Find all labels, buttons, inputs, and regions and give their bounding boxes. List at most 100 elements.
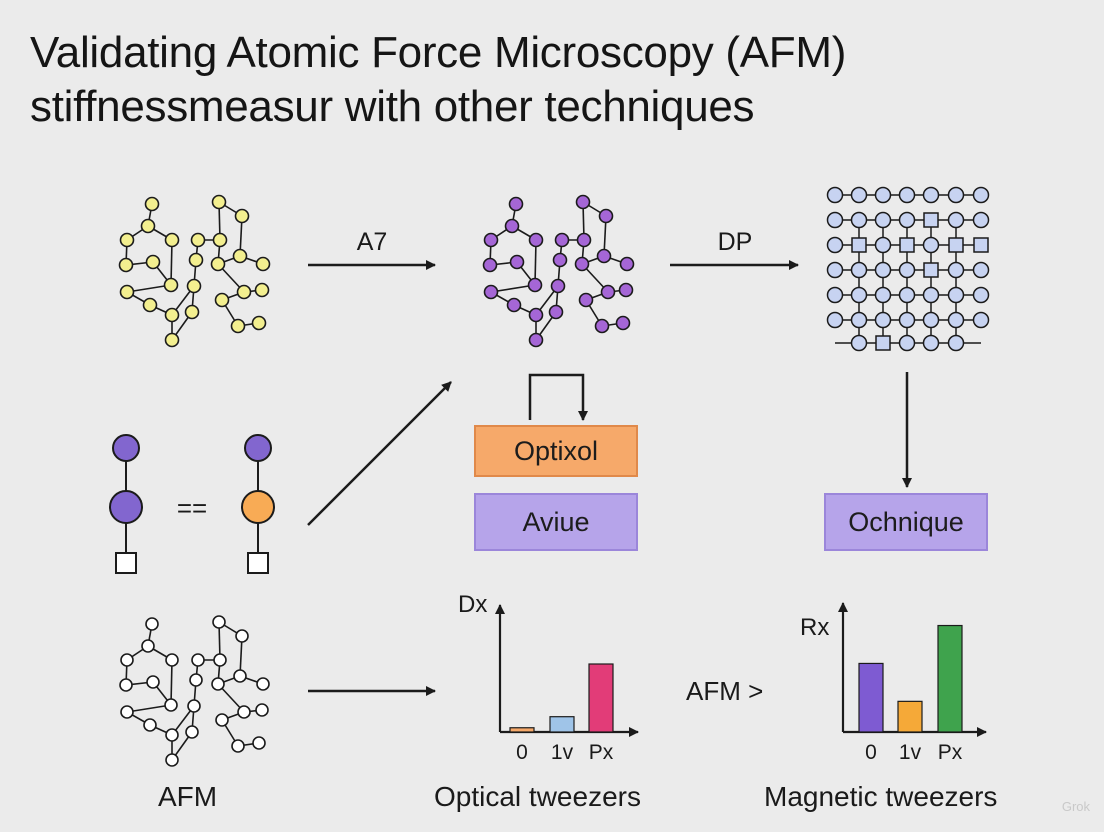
- network-node: [236, 284, 252, 300]
- grid-node: [850, 211, 868, 229]
- grid-node: [826, 211, 844, 229]
- network-node: [190, 232, 206, 248]
- y-axis-label: Dx: [458, 591, 487, 618]
- molecule-left: [109, 434, 143, 574]
- grid-node: [922, 286, 940, 304]
- network-node: [508, 196, 524, 212]
- network-node: [600, 284, 616, 300]
- grid-node: [826, 311, 844, 329]
- grid-node: [826, 186, 844, 204]
- network-node: [191, 653, 205, 667]
- network-node: [598, 208, 614, 224]
- grid-node-square: [899, 237, 915, 253]
- network-node: [185, 725, 199, 739]
- grid-node-square: [973, 237, 989, 253]
- label-afm: AFM: [158, 781, 218, 812]
- network-node: [118, 257, 134, 273]
- grid-node: [826, 286, 844, 304]
- network-node: [120, 705, 134, 719]
- network-node: [210, 256, 226, 272]
- grid-node: [898, 186, 916, 204]
- grid-node: [898, 311, 916, 329]
- grid-node: [947, 311, 965, 329]
- grid-node: [874, 261, 892, 279]
- arrow-a7: A7: [308, 228, 436, 270]
- grid-node: [947, 261, 965, 279]
- grid-node-square: [948, 237, 964, 253]
- grid-node: [972, 286, 990, 304]
- grid-node: [874, 186, 892, 204]
- network-node: [554, 232, 570, 248]
- network-node: [231, 739, 245, 753]
- grid-node-square: [923, 262, 939, 278]
- network-node: [255, 703, 269, 717]
- network-purple: [482, 194, 635, 348]
- grid-node: [826, 236, 844, 254]
- network-node: [165, 653, 179, 667]
- grid-node: [850, 334, 868, 352]
- network-node: [483, 232, 499, 248]
- network-node: [594, 318, 610, 334]
- network-node: [120, 653, 134, 667]
- comparison-label: AFM >: [686, 676, 764, 706]
- network-node: [235, 629, 249, 643]
- network-node: [211, 194, 227, 210]
- molecule-right-base: [247, 552, 269, 574]
- network-grid-blue: [826, 186, 990, 352]
- bar-0: [509, 727, 535, 733]
- network-node: [619, 256, 635, 272]
- title-line-2: stiffnessmeasur with other techniques: [30, 82, 755, 131]
- molecule-right-top-node: [244, 434, 272, 462]
- grid-node-square: [851, 237, 867, 253]
- equals-sign: ==: [177, 493, 207, 523]
- network-node: [119, 678, 133, 692]
- network-node: [251, 315, 267, 331]
- label-optical-tweezers: Optical tweezers: [434, 781, 641, 812]
- network-edge: [170, 659, 173, 706]
- network-node: [528, 307, 544, 323]
- bar-1v: [897, 700, 923, 733]
- arrow-diagonal: [307, 381, 452, 526]
- grid-node: [922, 311, 940, 329]
- network-node: [143, 718, 157, 732]
- x-tick-label: Px: [938, 741, 963, 764]
- network-node: [189, 673, 203, 687]
- network-node: [164, 698, 178, 712]
- x-tick-label: 0: [516, 741, 528, 764]
- network-node: [509, 254, 525, 270]
- molecule-left-top-node: [112, 434, 140, 462]
- network-node: [215, 713, 229, 727]
- network-node: [596, 248, 612, 264]
- grid-node: [898, 334, 916, 352]
- x-tick-label: 1v: [551, 741, 574, 764]
- network-node: [574, 256, 590, 272]
- grid-node: [972, 311, 990, 329]
- grid-node: [898, 261, 916, 279]
- bar-Px: [937, 624, 963, 733]
- network-node: [552, 252, 568, 268]
- grid-node-square: [875, 335, 891, 351]
- grid-node: [850, 286, 868, 304]
- box-ochnique: Ochnique: [824, 493, 988, 551]
- grid-node: [850, 311, 868, 329]
- network-node: [252, 736, 266, 750]
- network-node: [482, 257, 498, 273]
- grid-node: [947, 186, 965, 204]
- network-edge: [534, 239, 537, 286]
- network-node: [165, 753, 179, 767]
- network-node: [506, 297, 522, 313]
- grid-node: [947, 334, 965, 352]
- grid-node: [947, 286, 965, 304]
- network-edge: [170, 239, 173, 286]
- network-node: [146, 675, 160, 689]
- network-edge: [126, 704, 172, 713]
- arrow-dp-label: DP: [718, 228, 753, 256]
- label-magnetic-tweezers: Magnetic tweezers: [764, 781, 998, 812]
- network-node: [140, 218, 156, 234]
- arrow-a7-label: A7: [357, 228, 388, 256]
- x-tick-label: Px: [589, 741, 614, 764]
- network-node: [254, 282, 270, 298]
- network-node: [213, 653, 227, 667]
- network-node: [233, 669, 247, 683]
